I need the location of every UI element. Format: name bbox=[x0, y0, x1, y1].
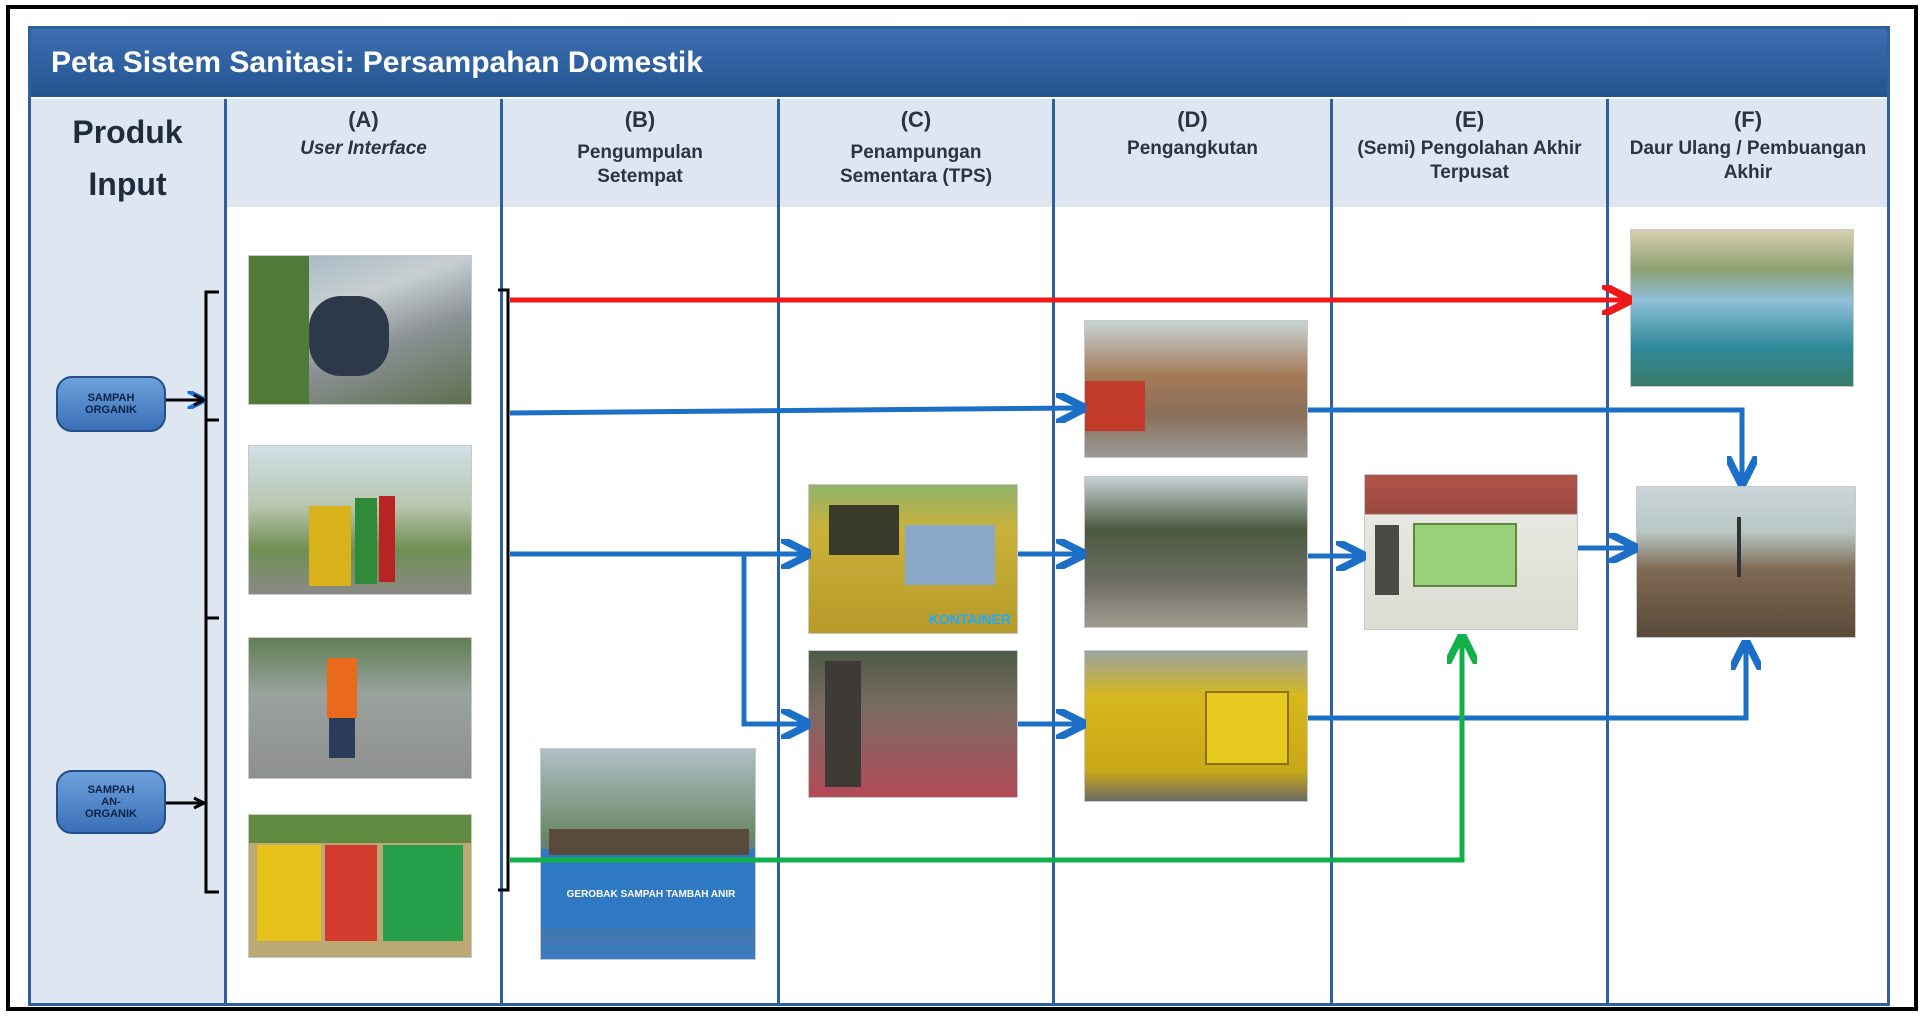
photo-open-truck bbox=[1084, 320, 1308, 458]
photo-river-waterway bbox=[1630, 229, 1854, 387]
pill-organik-line2: ORGANIK bbox=[85, 404, 137, 416]
column-produk bbox=[31, 207, 227, 1003]
header-col-e: (E) (Semi) Pengolahan Akhir Terpusat bbox=[1333, 99, 1609, 207]
arrow-green-a-to-e bbox=[510, 640, 1462, 863]
produk-input-header: Produk Input bbox=[31, 99, 227, 207]
arrow-blue-d3-to-f-bottom bbox=[1308, 646, 1746, 721]
bracket-a-right bbox=[498, 288, 510, 892]
col-b-name: Pengumpulan Setempat bbox=[577, 142, 703, 187]
bracket-input-left bbox=[204, 290, 219, 894]
header-col-b: (B) Pengumpulan Setempat bbox=[503, 99, 780, 207]
col-e-name: (Semi) Pengolahan Akhir Terpusat bbox=[1357, 138, 1582, 183]
pill-anorganik-line1: SAMPAH bbox=[87, 784, 135, 796]
photo-street-sweeper bbox=[248, 637, 472, 779]
photo-three-bins bbox=[248, 814, 472, 958]
pill-organik-line1: SAMPAH bbox=[87, 392, 135, 404]
diagram-title: Peta Sistem Sanitasi: Persampahan Domest… bbox=[31, 29, 1887, 97]
pill-anorganik-line3: ORGANIK bbox=[85, 808, 137, 820]
input-sampah-organik: SAMPAH ORGANIK bbox=[56, 376, 166, 432]
col-e-letter: (E) bbox=[1454, 107, 1485, 132]
col-a-letter: (A) bbox=[348, 107, 379, 132]
col-b-letter: (B) bbox=[624, 107, 656, 132]
photo-kontainer: KONTAINER bbox=[808, 484, 1018, 634]
arrow-blue-d-to-f-top bbox=[1308, 407, 1742, 480]
col-d-name: Pengangkutan bbox=[1127, 138, 1258, 159]
photo-dump-truck bbox=[1084, 650, 1308, 802]
col-c-name: Penampungan Sementara (TPS) bbox=[839, 142, 993, 187]
photo-tps-waste-pile bbox=[808, 650, 1018, 798]
input-sampah-anorganik: SAMPAH AN- ORGANIK bbox=[56, 770, 166, 834]
arrow-blue-split-to-c2 bbox=[741, 554, 805, 724]
arrow-blue-a-to-d bbox=[509, 408, 1080, 413]
input-label: Input bbox=[88, 166, 167, 202]
photo-landfill bbox=[1636, 486, 1856, 638]
pill-anorganik-line2: AN- bbox=[101, 796, 121, 808]
col-f-name: Daur Ulang / Pembuangan Akhir bbox=[1629, 138, 1867, 183]
header-col-c: (C) Penampungan Sementara (TPS) bbox=[780, 99, 1055, 207]
photo-colored-bins bbox=[248, 445, 472, 595]
photo-container-truck bbox=[1084, 476, 1308, 628]
col-c-letter: (C) bbox=[900, 107, 932, 132]
col-d-letter: (D) bbox=[1177, 107, 1208, 132]
kontainer-caption: KONTAINER bbox=[928, 611, 1011, 627]
header-col-a: (A) User Interface bbox=[227, 99, 503, 207]
header-col-f: (F) Daur Ulang / Pembuangan Akhir bbox=[1609, 99, 1887, 207]
cart-caption: GEROBAK SAMPAH TAMBAH ANIR bbox=[566, 889, 736, 900]
photo-trash-bag-roadside bbox=[248, 255, 472, 405]
header-col-d: (D) Pengangkutan bbox=[1055, 99, 1333, 207]
photo-collection-cart: GEROBAK SAMPAH TAMBAH ANIR bbox=[540, 748, 756, 960]
col-a-name: User Interface bbox=[300, 138, 427, 159]
col-f-letter: (F) bbox=[1733, 107, 1763, 132]
produk-label: Produk bbox=[72, 114, 183, 150]
